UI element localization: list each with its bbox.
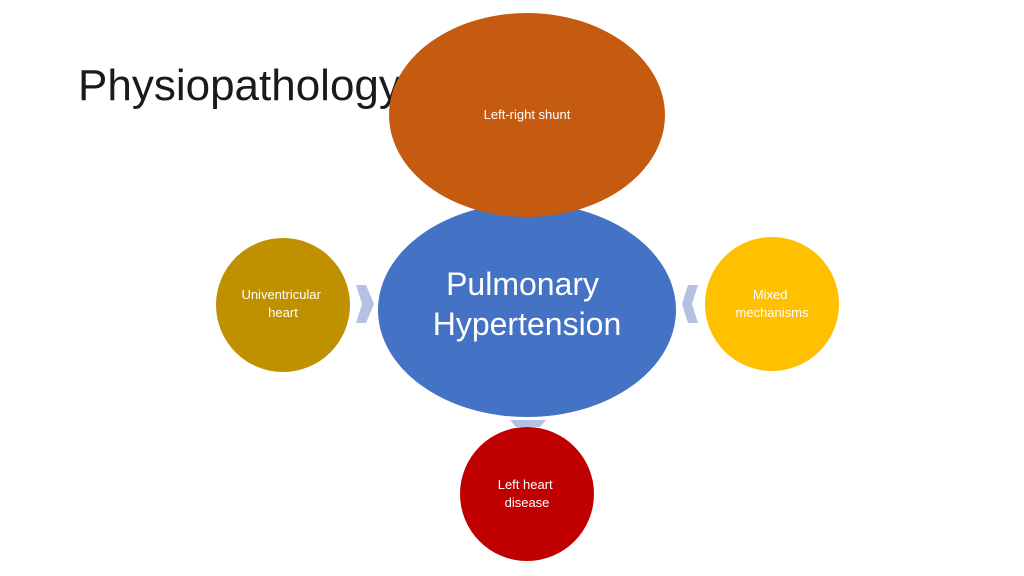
arrow-left: [356, 285, 374, 323]
node-right-label: Mixed mechanisms: [736, 287, 809, 320]
slide-title: Physiopathology: [78, 61, 401, 110]
node-bottom: [460, 427, 594, 561]
arrow-right: [682, 285, 698, 323]
node-left-line-1: Univentricular: [241, 287, 321, 302]
node-bottom-line-1: Left heart: [498, 477, 553, 492]
node-left: [216, 238, 350, 372]
center-node: [378, 203, 676, 417]
node-left-line-2: heart: [268, 305, 298, 320]
node-left-label: Univentricular heart: [241, 287, 324, 320]
node-top-label: Left-right shunt: [484, 107, 571, 122]
node-right-line-1: Mixed: [753, 287, 788, 302]
center-node-label: Pulmonary Hypertension: [433, 266, 622, 342]
node-top-line-1: Left-right shunt: [484, 107, 571, 122]
center-node-line-2: Hypertension: [433, 306, 622, 342]
node-top: [389, 13, 665, 217]
center-node-line-1: Pulmonary: [446, 266, 599, 302]
arrow-bottom: [510, 420, 546, 427]
node-right-line-2: mechanisms: [736, 305, 809, 320]
node-right: [705, 237, 839, 371]
node-bottom-line-2: disease: [505, 495, 550, 510]
node-bottom-label: Left heart disease: [498, 477, 557, 510]
